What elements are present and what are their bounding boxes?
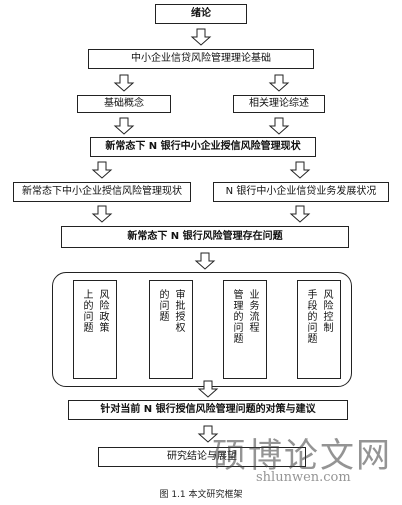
node-countermeasures-label: 针对当前 N 银行授信风险管理问题的对策与建议 <box>100 404 316 415</box>
node-related-theory-label: 相关理论综述 <box>249 98 309 109</box>
problem-box-policy-line1: 风险政策 <box>97 289 108 333</box>
problem-box-control: 风险控制 手段的问题 <box>297 280 341 379</box>
node-basic-concepts: 基础概念 <box>77 95 171 113</box>
node-status-label: 新常态下 N 银行中小企业授信风险管理现状 <box>105 141 301 152</box>
node-problems: 新常态下 N 银行风险管理存在问题 <box>61 226 349 248</box>
node-status-right-label: N 银行中小企业信贷业务发展状况 <box>225 186 377 197</box>
problem-box-policy-line2: 上的问题 <box>81 289 92 333</box>
problem-box-approval-line1: 审批授权 <box>173 289 184 333</box>
watermark-title: 硕博论文网 <box>212 436 392 476</box>
arrow-theory-to-related <box>269 74 289 92</box>
node-intro-label: 绪论 <box>191 8 211 19</box>
arrow-right-to-problems <box>290 205 310 223</box>
arrow-left-to-problems <box>92 205 112 223</box>
problem-box-process: 业务流程 管理的问题 <box>223 280 267 379</box>
problem-box-approval-line2: 的问题 <box>157 289 168 322</box>
problem-box-control-line2: 手段的问题 <box>305 289 316 344</box>
node-conclusion-label: 研究结论与展望 <box>167 451 237 462</box>
arrow-concepts-to-status <box>114 117 134 135</box>
node-status: 新常态下 N 银行中小企业授信风险管理现状 <box>90 137 316 157</box>
arrow-related-to-status <box>269 117 289 135</box>
node-status-left: 新常态下中小企业授信风险管理现状 <box>13 182 191 202</box>
node-theory-basis: 中小企业信贷风险管理理论基础 <box>88 49 314 69</box>
arrow-status-to-right <box>290 161 310 179</box>
arrow-status-to-left <box>92 161 112 179</box>
node-basic-concepts-label: 基础概念 <box>104 98 144 109</box>
node-conclusion: 研究结论与展望 <box>98 447 306 467</box>
problem-box-approval: 审批授权 的问题 <box>149 280 193 379</box>
node-related-theory: 相关理论综述 <box>233 95 325 113</box>
node-theory-basis-label: 中小企业信贷风险管理理论基础 <box>131 53 271 64</box>
node-status-right: N 银行中小企业信贷业务发展状况 <box>213 182 389 202</box>
problem-box-process-line1: 业务流程 <box>247 289 258 333</box>
problem-box-process-line2: 管理的问题 <box>231 289 242 344</box>
node-status-left-label: 新常态下中小企业授信风险管理现状 <box>22 186 182 197</box>
problem-box-policy: 风险政策 上的问题 <box>73 280 117 379</box>
node-countermeasures: 针对当前 N 银行授信风险管理问题的对策与建议 <box>68 400 348 420</box>
node-problems-label: 新常态下 N 银行风险管理存在问题 <box>127 231 283 242</box>
node-intro: 绪论 <box>155 4 247 24</box>
watermark-url: shlunwen.com <box>256 470 351 485</box>
arrow-intro-to-theory <box>191 28 211 46</box>
arrow-problems-to-group <box>195 252 215 270</box>
problem-box-control-line1: 风险控制 <box>321 289 332 333</box>
figure-caption: 图 1.1 本文研究框架 <box>159 490 243 500</box>
arrow-theory-to-concepts <box>114 74 134 92</box>
